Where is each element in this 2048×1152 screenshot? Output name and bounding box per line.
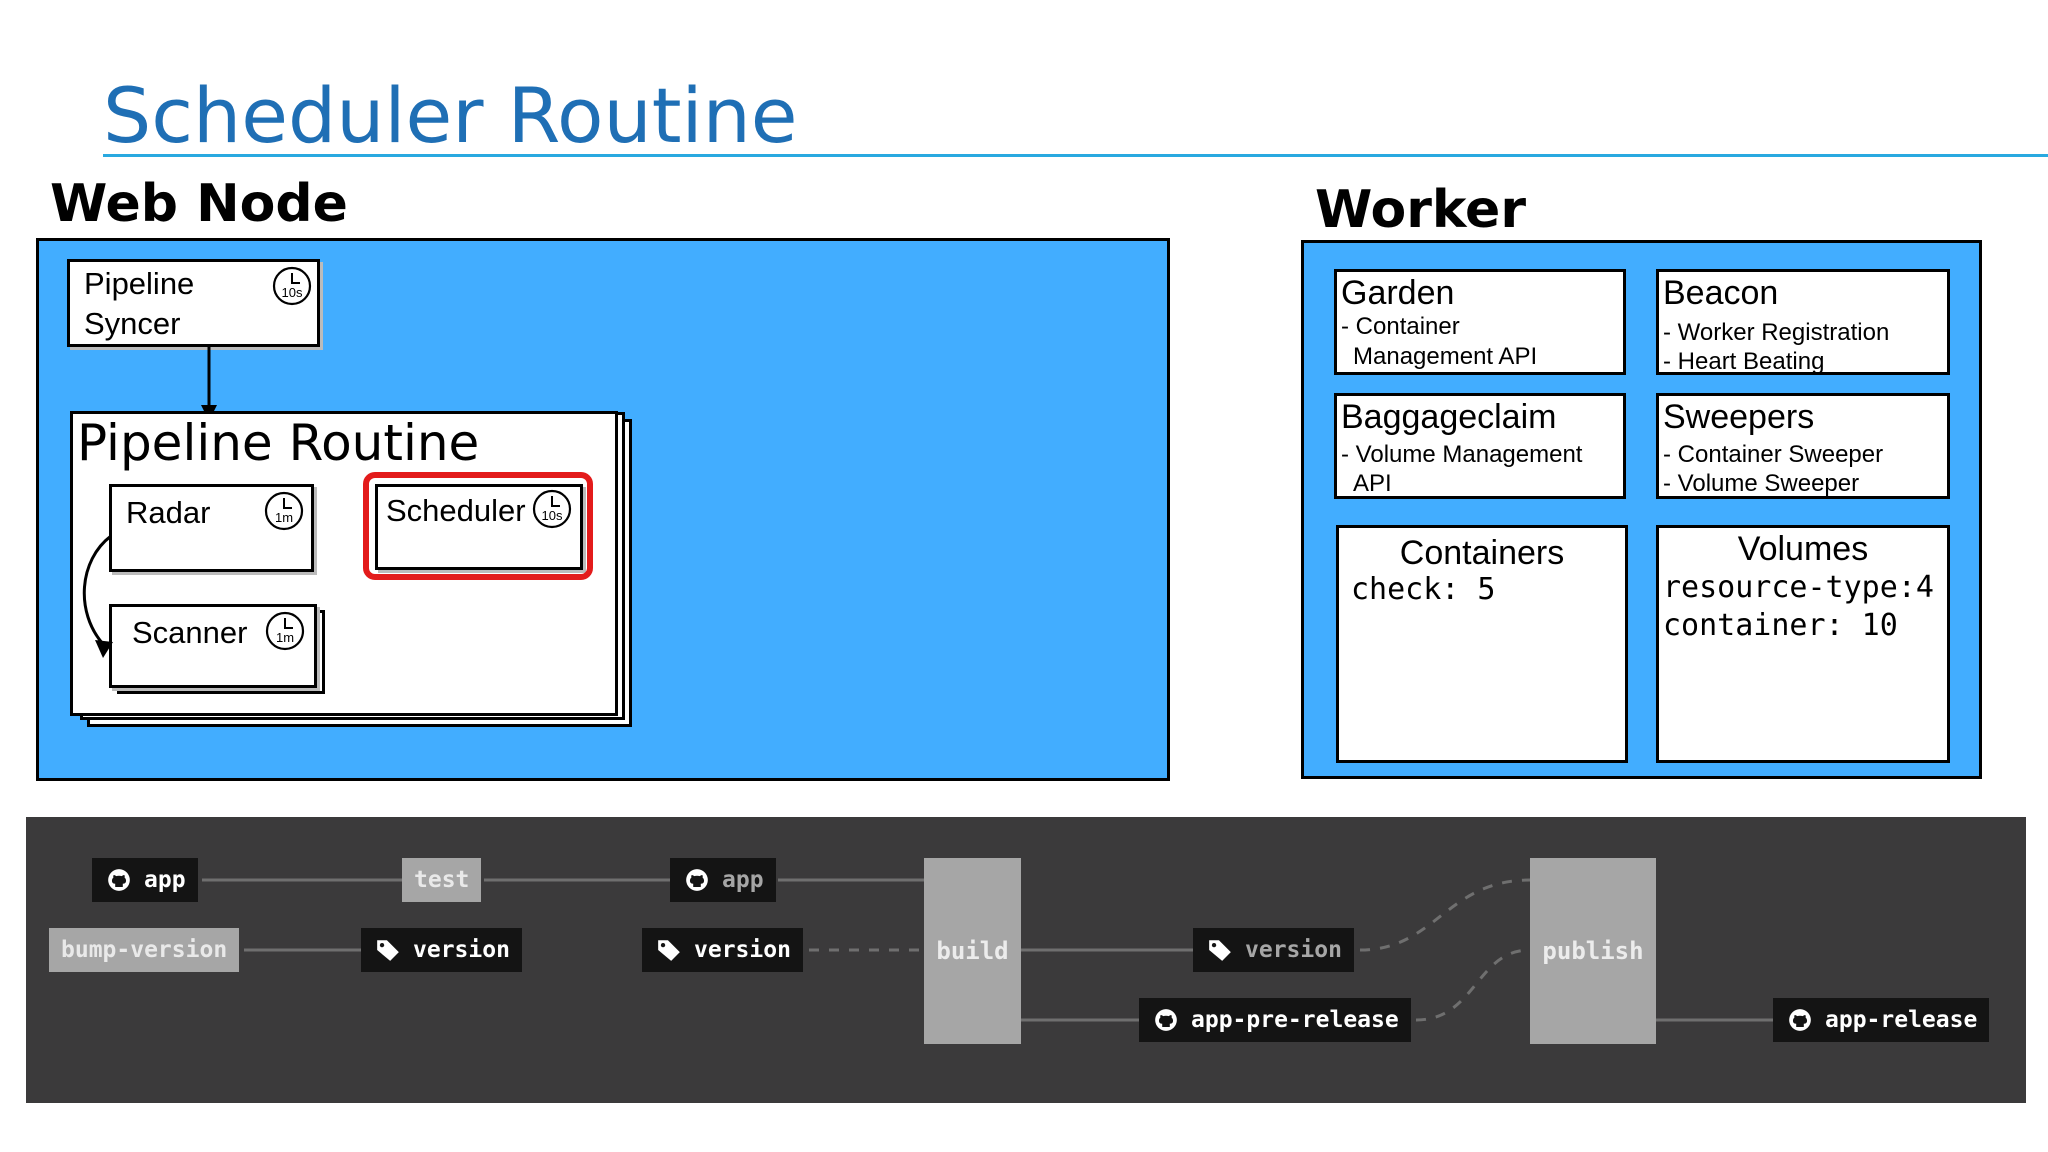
radar-box: Radar 1m xyxy=(109,484,314,572)
clock-icon: 10s xyxy=(272,266,312,306)
web-node-label: Web Node xyxy=(50,174,348,234)
pipeline-resource-version-label: version xyxy=(413,937,510,963)
volumes-resource-type: resource-type:4 xyxy=(1663,570,1934,605)
beacon-line2: - Heart Beating xyxy=(1663,348,1825,375)
pipeline-routine-box: Pipeline Routine Radar 1m Scanner 1m xyxy=(70,411,618,716)
scheduler-highlight xyxy=(363,472,593,580)
pipeline-syncer-label-line1: Pipeline xyxy=(84,266,195,301)
pipeline-resource-app-release-label: app-release xyxy=(1825,1007,1978,1033)
worker-panel: Garden - Container Management API Beacon… xyxy=(1301,240,1982,779)
clock-icon: 1m xyxy=(264,491,304,531)
github-icon xyxy=(686,869,708,891)
pipeline-resource-version-3[interactable]: version xyxy=(1193,928,1354,972)
pipeline-job-bump-version[interactable]: bump-version xyxy=(49,928,240,972)
pipeline-resource-version[interactable]: version xyxy=(361,928,522,972)
clock-icon: 10s xyxy=(532,489,572,529)
scanner-interval: 1m xyxy=(276,630,294,645)
pipeline-job-test-label: test xyxy=(414,867,470,893)
pipeline-syncer-interval: 10s xyxy=(282,285,303,300)
scheduler-interval: 10s xyxy=(542,508,563,523)
pipeline-job-build[interactable]: build xyxy=(924,858,1021,1044)
worker-label: Worker xyxy=(1315,180,1526,240)
github-icon xyxy=(108,869,130,891)
tag-icon xyxy=(377,940,399,961)
pipeline-syncer-label-line2: Syncer xyxy=(84,305,181,341)
scanner-label: Scanner xyxy=(132,615,248,650)
pipeline-job-test[interactable]: test xyxy=(402,858,482,902)
pipeline-resource-version-2-label: version xyxy=(694,937,791,963)
pipeline-routine-title: Pipeline Routine xyxy=(77,414,480,472)
pipeline-resource-app-release[interactable]: app-release xyxy=(1773,998,1990,1042)
pipeline-job-build-label: build xyxy=(936,937,1009,965)
clock-icon: 1m xyxy=(265,611,305,651)
containers-box: Containers check: 5 xyxy=(1336,525,1628,763)
pipeline-resource-version-3-label: version xyxy=(1245,937,1342,963)
pipeline-syncer-box: Pipeline Syncer 10s xyxy=(67,259,320,347)
containers-title: Containers xyxy=(1399,534,1565,572)
baggageclaim-line2: API xyxy=(1353,470,1392,497)
github-icon xyxy=(1789,1009,1811,1031)
garden-line1: - Container xyxy=(1341,313,1460,340)
pipeline-resource-version-2[interactable]: version xyxy=(642,928,803,972)
sweepers-box: Sweepers - Container Sweeper - Volume Sw… xyxy=(1656,393,1950,499)
scheduler-label: Scheduler xyxy=(386,493,526,528)
radar-interval: 1m xyxy=(275,510,293,525)
garden-line2: Management API xyxy=(1353,343,1538,370)
radar-to-scanner-arrow xyxy=(82,534,113,658)
pipeline-connectors xyxy=(202,878,1774,1022)
volumes-title: Volumes xyxy=(1737,530,1869,568)
pipeline-resource-app[interactable]: app xyxy=(92,858,198,902)
title-underline xyxy=(103,154,2048,157)
github-icon xyxy=(1155,1009,1177,1031)
pipeline-resource-app-2[interactable]: app xyxy=(670,858,776,902)
pipeline-job-publish[interactable]: publish xyxy=(1530,858,1656,1044)
volumes-container: container: 10 xyxy=(1663,608,1898,643)
pipeline-graph: app test app bump-version version versio… xyxy=(26,817,2026,1103)
sweepers-line2: - Volume Sweeper xyxy=(1663,470,1860,497)
baggageclaim-title: Baggageclaim xyxy=(1341,398,1557,436)
volumes-box: Volumes resource-type:4 container: 10 xyxy=(1656,525,1950,763)
pipeline-resource-app-pre-release[interactable]: app-pre-release xyxy=(1139,998,1411,1042)
pipeline-job-publish-label: publish xyxy=(1542,937,1644,965)
pipeline-job-bump-version-label: bump-version xyxy=(61,937,228,963)
beacon-title: Beacon xyxy=(1663,274,1779,312)
baggageclaim-box: Baggageclaim - Volume Management API xyxy=(1334,393,1626,499)
beacon-line1: - Worker Registration xyxy=(1663,319,1890,346)
containers-check-count: check: 5 xyxy=(1351,572,1496,607)
slide-title: Scheduler Routine xyxy=(103,71,798,160)
sweepers-title: Sweepers xyxy=(1663,398,1815,436)
beacon-box: Beacon - Worker Registration - Heart Bea… xyxy=(1656,269,1950,375)
scanner-box: Scanner 1m xyxy=(109,604,317,688)
pipeline-resource-app-2-label: app xyxy=(722,867,764,893)
pipeline-resource-app-label: app xyxy=(144,867,186,893)
baggageclaim-line1: - Volume Management xyxy=(1341,441,1583,468)
web-node-panel: Pipeline Syncer 10s Pipeline Routine Rad… xyxy=(36,238,1170,781)
garden-title: Garden xyxy=(1341,274,1455,312)
pipeline-resource-app-pre-release-label: app-pre-release xyxy=(1191,1007,1399,1033)
sweepers-line1: - Container Sweeper xyxy=(1663,441,1884,468)
scheduler-box: Scheduler 10s xyxy=(375,484,583,570)
tag-icon xyxy=(1209,940,1231,961)
garden-box: Garden - Container Management API xyxy=(1334,269,1626,375)
radar-label: Radar xyxy=(126,495,211,530)
tag-icon xyxy=(658,940,680,961)
